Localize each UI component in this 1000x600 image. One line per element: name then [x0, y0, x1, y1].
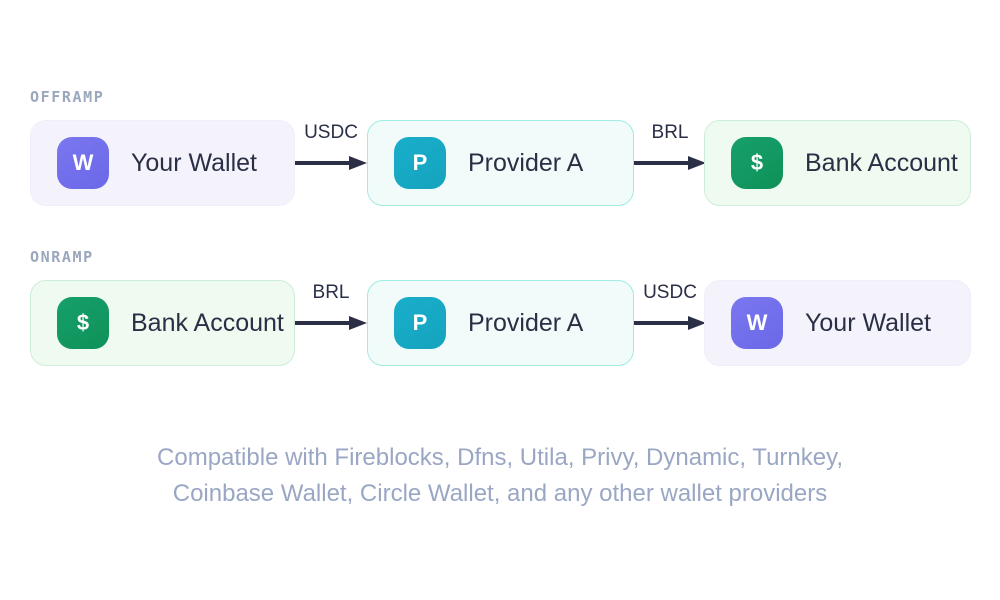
node-provider-a-offramp[interactable]: P Provider A — [367, 120, 634, 206]
node-bank-account-offramp[interactable]: $ Bank Account — [704, 120, 971, 206]
node-provider-a-onramp[interactable]: P Provider A — [367, 280, 634, 366]
arrow-right-icon — [295, 315, 367, 331]
wallet-icon: W — [731, 297, 783, 349]
section-label-onramp: ONRAMP — [30, 248, 94, 266]
flow-row-onramp: $ Bank Account BRL P Provider A USDC — [0, 280, 1000, 366]
arrow-right-icon — [634, 155, 706, 171]
node-label: Provider A — [468, 148, 584, 177]
connector-offramp-brl: BRL — [634, 120, 706, 206]
connector-label: USDC — [643, 282, 697, 303]
node-bank-account-onramp[interactable]: $ Bank Account — [30, 280, 295, 366]
compatibility-note: Compatible with Fireblocks, Dfns, Utila,… — [0, 440, 1000, 512]
flow-row-offramp: W Your Wallet USDC P Provider A BRL — [0, 120, 1000, 206]
connector-label: USDC — [304, 122, 358, 143]
node-your-wallet-offramp[interactable]: W Your Wallet — [30, 120, 295, 206]
dollar-icon: $ — [57, 297, 109, 349]
node-your-wallet-onramp[interactable]: W Your Wallet — [704, 280, 971, 366]
provider-icon: P — [394, 297, 446, 349]
connector-onramp-brl: BRL — [295, 280, 367, 366]
wallet-icon: W — [57, 137, 109, 189]
dollar-icon: $ — [731, 137, 783, 189]
connector-label: BRL — [312, 282, 350, 303]
provider-icon: P — [394, 137, 446, 189]
connector-onramp-usdc: USDC — [634, 280, 706, 366]
node-label: Your Wallet — [805, 308, 931, 337]
arrow-right-icon — [295, 155, 367, 171]
connector-label: BRL — [651, 122, 689, 143]
compatibility-note-line-2: Coinbase Wallet, Circle Wallet, and any … — [172, 480, 828, 507]
compatibility-note-line-1: Compatible with Fireblocks, Dfns, Utila,… — [157, 444, 843, 471]
node-label: Your Wallet — [131, 148, 257, 177]
connector-offramp-usdc: USDC — [295, 120, 367, 206]
node-label: Bank Account — [131, 308, 284, 337]
arrow-right-icon — [634, 315, 706, 331]
node-label: Provider A — [468, 308, 584, 337]
section-label-offramp: OFFRAMP — [30, 88, 105, 106]
node-label: Bank Account — [805, 148, 958, 177]
